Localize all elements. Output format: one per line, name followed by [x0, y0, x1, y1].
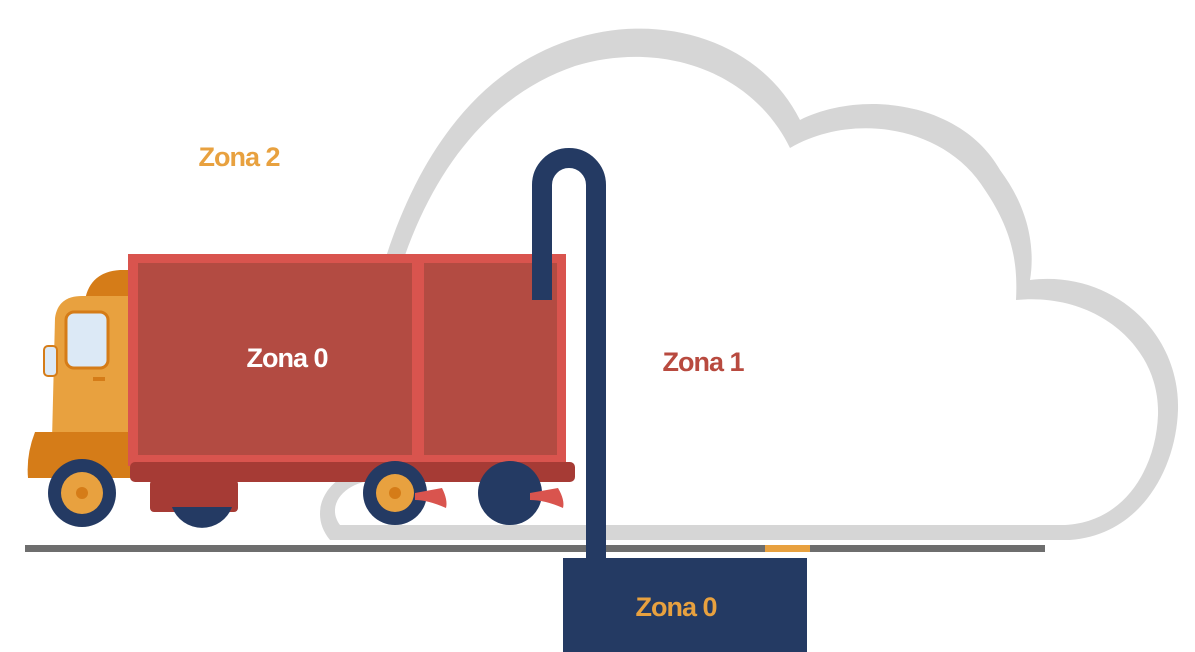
zone-1-label: Zona 1 [662, 347, 744, 377]
truck-mirror [44, 346, 57, 376]
front-wheel [48, 459, 116, 527]
zone-2-label: Zona 2 [198, 142, 279, 172]
ground-line [25, 545, 1045, 552]
truck-window [66, 312, 108, 368]
zone-0-tank-label: Zona 0 [635, 592, 716, 622]
tanker-truck [28, 254, 575, 528]
rear-wheel-1 [172, 507, 232, 528]
ground-accent [765, 545, 810, 552]
truck-door-handle [93, 377, 105, 381]
zone-0-truck-label: Zona 0 [246, 343, 327, 373]
